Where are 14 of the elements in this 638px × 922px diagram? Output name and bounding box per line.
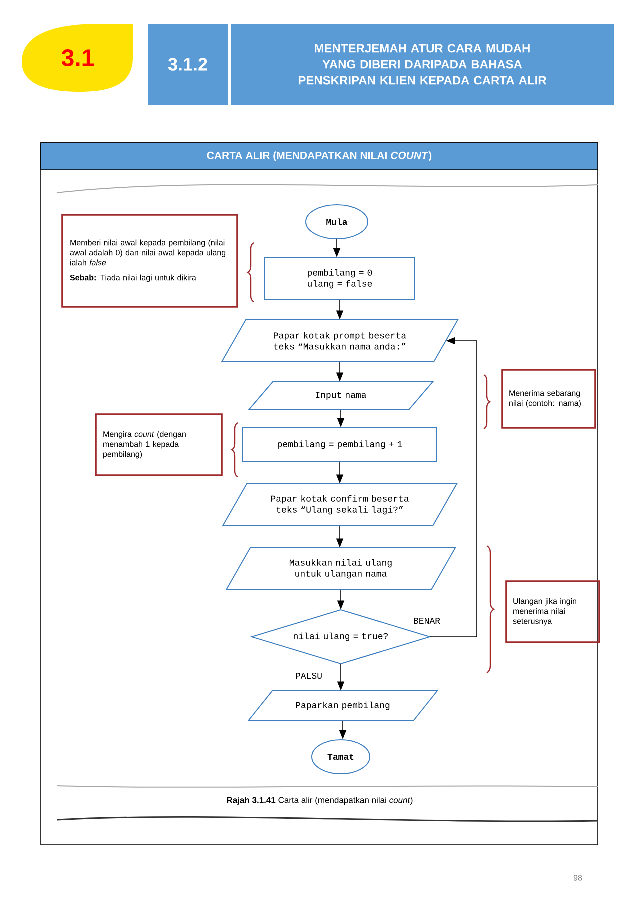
page-number: 98	[574, 875, 582, 881]
note-box: Menerima sebarang nilai (contoh: nama)	[502, 369, 596, 429]
note-box: Ulangan jika ingin menerima nilai seterusnya	[506, 580, 600, 644]
heading-box: MENTERJEMAH ATUR CARA MUDAH YANG DIBERI DARIPADA BAHASA PENSKRIPAN KLIEN KEPADA CARTA ALIR	[231, 24, 614, 105]
panel-header: CARTA ALIR (MENDAPATKAN NILAI COUNT)	[40, 142, 598, 170]
terminal-oval: Mula	[306, 204, 368, 240]
caption: Rajah 3.1.41 Carta alir (mendapatkan nilai count)	[227, 797, 413, 805]
process-box: pembilang = 0 ulang = false	[264, 258, 416, 300]
note-box: Mengira count (dengan menambah 1 kepada pembilang)	[95, 414, 223, 476]
note-box: Memberi nilai awal kepada pembilang (nilai awal adalah 0) dan nilai awal kepada ulang ialah false Sebab: Tiada nilai lagi untuk dikira	[62, 214, 238, 308]
section-number-box: 3.1.2	[148, 24, 228, 105]
terminal-oval: Tamat	[312, 740, 370, 775]
chapter-badge: 3.1	[22, 24, 133, 92]
process-box: pembilang = pembilang + 1	[242, 428, 438, 462]
